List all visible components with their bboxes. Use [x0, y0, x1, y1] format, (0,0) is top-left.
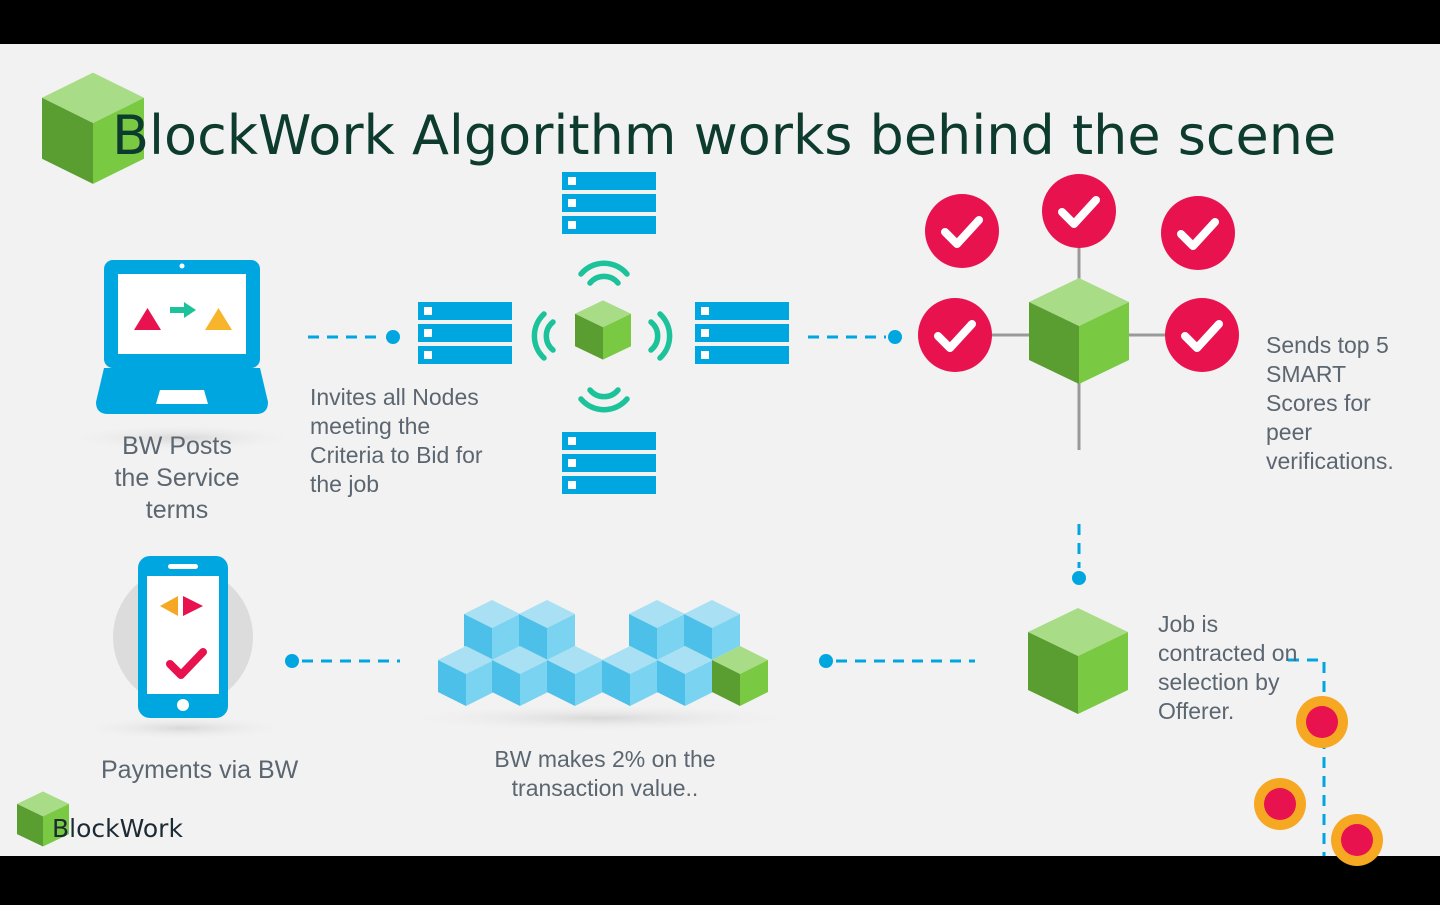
check-badge-icon	[1165, 298, 1239, 372]
slide-title: BlockWork Algorithm works behind the sce…	[112, 104, 1337, 167]
wifi-signal-icon	[531, 260, 673, 413]
check-badge-icon	[918, 298, 992, 372]
check-badge-icon	[925, 194, 999, 268]
check-badge-icon	[1161, 196, 1235, 270]
connector-scores-to-contract	[1072, 524, 1086, 585]
server-icon-top	[562, 172, 656, 234]
step-contract-label: Job is contracted on selection by Offere…	[1158, 611, 1298, 724]
block-stack-icon	[390, 600, 810, 732]
connector-invite-to-scores	[808, 330, 902, 344]
connector-contract-to-fee	[819, 654, 975, 668]
check-badge-icon	[1042, 174, 1116, 248]
server-icon-left	[418, 302, 512, 364]
server-icon-bottom	[562, 432, 656, 494]
verification-hub	[918, 174, 1239, 450]
step-fee-label: BW makes 2% on the transaction value..	[494, 746, 716, 801]
laptop-icon	[62, 260, 302, 452]
brand-logo-text: BlockWork	[52, 814, 183, 843]
server-icon-right	[695, 302, 789, 364]
node-network	[418, 172, 789, 494]
step-post-label: BW Posts the Service terms	[114, 432, 240, 524]
step-scores-label: Sends top 5 SMART Scores for peer verifi…	[1266, 332, 1394, 474]
node-dot-icon	[1254, 778, 1306, 830]
smartphone-icon	[73, 556, 293, 740]
node-dot-icon	[1331, 814, 1383, 866]
connector-fee-to-payment	[285, 654, 400, 668]
step-invite-label: Invites all Nodes meeting the Criteria t…	[310, 384, 483, 497]
connector-post-to-invite	[308, 330, 400, 344]
step-payment-label: Payments via BW	[101, 756, 299, 784]
